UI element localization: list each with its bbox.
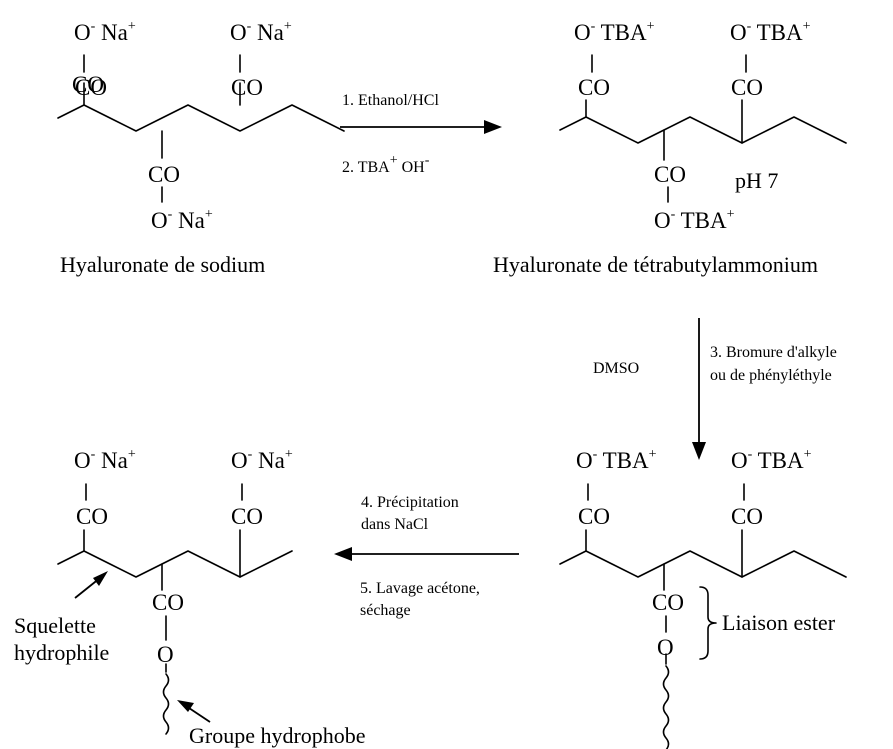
svg-text:CO: CO: [152, 590, 184, 615]
molecule-1-labels: CO O- Na+ CO O- Na+ CO O- Na+ Hyaluronat…: [60, 19, 292, 277]
ester-label: Liaison ester: [722, 610, 836, 635]
svg-text:CO: CO: [578, 75, 610, 100]
svg-text:CO: CO: [731, 504, 763, 529]
backbone-label-2: hydrophile: [14, 640, 109, 665]
svg-text:CO: CO: [652, 590, 684, 615]
hydrophobic-chain-squiggle: [662, 665, 670, 749]
svg-text:2. TBA+ OH-: 2. TBA+ OH-: [342, 153, 430, 176]
svg-text:O- Na+: O- Na+: [230, 19, 292, 45]
svg-text:CO: CO: [654, 162, 686, 187]
svg-text:CO: CO: [72, 72, 104, 97]
svg-text:O- TBA+: O- TBA+: [731, 447, 812, 473]
svg-text:5. Lavage acétone,: 5. Lavage acétone,: [360, 580, 480, 597]
svg-text:O- Na+: O- Na+: [231, 447, 293, 473]
svg-text:O- TBA+: O- TBA+: [574, 19, 655, 45]
hydrophobic-chain-squiggle: [162, 673, 170, 735]
svg-text:séchage: séchage: [360, 602, 411, 619]
svg-text:CO: CO: [231, 504, 263, 529]
reaction-arrow-1: 1. Ethanol/HCl 2. TBA+ OH-: [340, 92, 502, 176]
ester-bracket: [699, 586, 717, 660]
molecule-tba-ester: CO O- TBA+ CO O- TBA+ CO O Liaison ester: [559, 447, 847, 749]
svg-text:O- Na+: O- Na+: [74, 19, 136, 45]
hydrophobic-group-label: Groupe hydrophobe: [189, 723, 366, 748]
backbone-label-1: Squelette: [14, 613, 96, 638]
svg-text:CO: CO: [76, 504, 108, 529]
svg-text:4. Précipitation: 4. Précipitation: [361, 494, 459, 511]
svg-text:dans NaCl: dans NaCl: [361, 516, 429, 533]
molecule-tba-hyaluronate: CO O- TBA+ CO O- TBA+ CO O- TBA+ pH 7 Hy…: [493, 19, 847, 277]
svg-text:3. Bromure d'alkyle: 3. Bromure d'alkyle: [710, 344, 837, 361]
svg-text:O: O: [657, 635, 674, 660]
ph-label: pH 7: [735, 168, 778, 193]
svg-text:CO: CO: [578, 504, 610, 529]
svg-text:ou de phényléthyle: ou de phényléthyle: [710, 367, 832, 384]
reaction-arrow-2: DMSO 3. Bromure d'alkyle ou de phényléth…: [593, 318, 837, 460]
svg-text:O- TBA+: O- TBA+: [654, 207, 735, 233]
reaction-arrow-3: 4. Précipitation dans NaCl 5. Lavage acé…: [334, 494, 519, 619]
caption-sodium-hyaluronate: Hyaluronate de sodium: [60, 252, 265, 277]
caption-tba-hyaluronate: Hyaluronate de tétrabutylammonium: [493, 252, 818, 277]
svg-text:O- TBA+: O- TBA+: [730, 19, 811, 45]
svg-text:CO: CO: [231, 75, 263, 100]
svg-text:CO: CO: [731, 75, 763, 100]
svg-text:O- Na+: O- Na+: [74, 447, 136, 473]
svg-text:O- Na+: O- Na+: [151, 207, 213, 233]
svg-text:DMSO: DMSO: [593, 360, 639, 377]
molecule-final-product: CO O- Na+ CO O- Na+ CO O Squelette hydro…: [14, 447, 366, 748]
svg-text:O: O: [157, 642, 174, 667]
svg-text:O- TBA+: O- TBA+: [576, 447, 657, 473]
svg-text:1. Ethanol/HCl: 1. Ethanol/HCl: [342, 92, 439, 109]
svg-text:CO: CO: [75, 75, 107, 100]
molecule-sodium-hyaluronate: CO: [57, 72, 345, 159]
svg-text:CO: CO: [148, 162, 180, 187]
